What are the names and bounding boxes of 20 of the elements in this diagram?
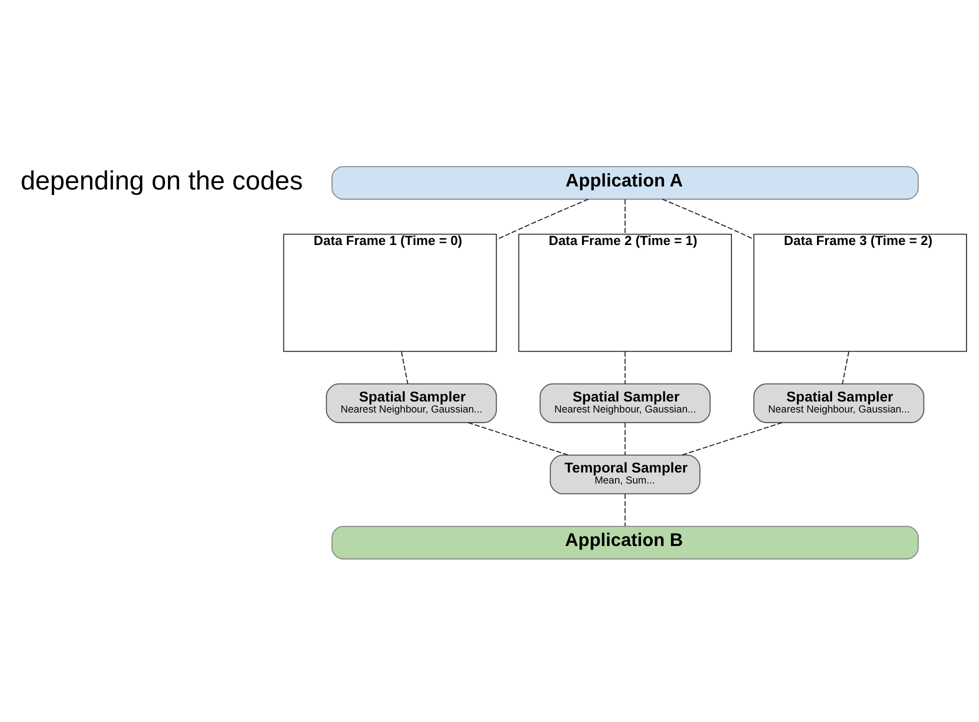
- connector: [624, 493, 626, 526]
- connector: [624, 422, 626, 454]
- node-box: Data Frame 3 (Time = 2): [753, 233, 968, 352]
- connector: [624, 351, 626, 384]
- node-box: Data Frame 1 (Time = 0): [283, 233, 497, 352]
- connector: [624, 198, 626, 234]
- connector: [496, 198, 588, 240]
- connector: [682, 422, 782, 456]
- connector: [400, 350, 408, 384]
- node-box: Spatial Sampler Nearest Neighbour, Gaussian...: [540, 382, 711, 423]
- label: depending on the codes: [20, 164, 303, 195]
- connector: [842, 350, 850, 384]
- connector: [468, 422, 569, 456]
- node-box: Data Frame 2 (Time = 1): [518, 233, 732, 352]
- node-box: Temporal Sampler Mean, Sum...: [550, 454, 700, 494]
- node-box: Application A: [332, 166, 919, 200]
- node-box: Application B: [332, 525, 919, 559]
- node-box: Spatial Sampler Nearest Neighbour, Gaussian...: [326, 382, 497, 423]
- connector: [662, 198, 754, 240]
- node-box: Spatial Sampler Nearest Neighbour, Gaussian...: [753, 382, 924, 423]
